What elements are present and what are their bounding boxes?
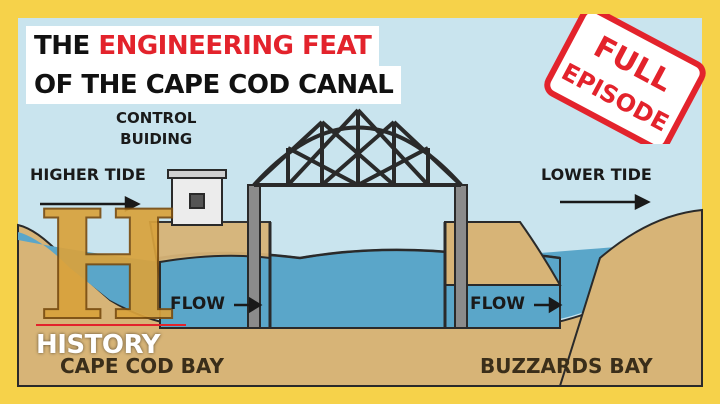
- higher-tide-arrow: [40, 195, 141, 213]
- control-building-roof: [167, 169, 227, 179]
- flow-arrow-left: [234, 296, 263, 314]
- lower-tide-arrow: [560, 193, 651, 211]
- right-hill: [558, 208, 703, 387]
- history-logo-word: HISTORY: [36, 330, 160, 360]
- flow-label-right: FLOW: [470, 294, 526, 314]
- title-highlight: ENGINEERING FEAT: [98, 31, 372, 61]
- bridge-truss: [252, 108, 463, 187]
- control-building-label: CONTROL BUIDING: [116, 108, 196, 150]
- title-line-2: OF THE CAPE COD CANAL: [26, 66, 402, 104]
- right-tower: [454, 184, 468, 329]
- svg-text:H: H: [37, 178, 179, 354]
- stamp-border: [544, 14, 706, 144]
- title-prefix: THE: [34, 31, 99, 61]
- control-building-window: [189, 193, 205, 209]
- control-label-line1: CONTROL: [116, 109, 197, 127]
- cape-cod-bay-label: CAPE COD BAY: [60, 354, 224, 378]
- buzzards-bay-label: BUZZARDS BAY: [480, 354, 653, 378]
- lower-tide-label: LOWER TIDE: [541, 165, 652, 184]
- title-line-1: THE ENGINEERING FEAT: [26, 26, 380, 66]
- control-label-line2: BUIDING: [120, 130, 193, 148]
- history-logo-h: H: [36, 177, 180, 355]
- full-episode-stamp: FULL EPISODE: [544, 14, 706, 144]
- flow-label-left: FLOW: [170, 294, 226, 314]
- higher-tide-label: HIGHER TIDE: [30, 165, 146, 184]
- flow-arrow-right: [534, 296, 563, 314]
